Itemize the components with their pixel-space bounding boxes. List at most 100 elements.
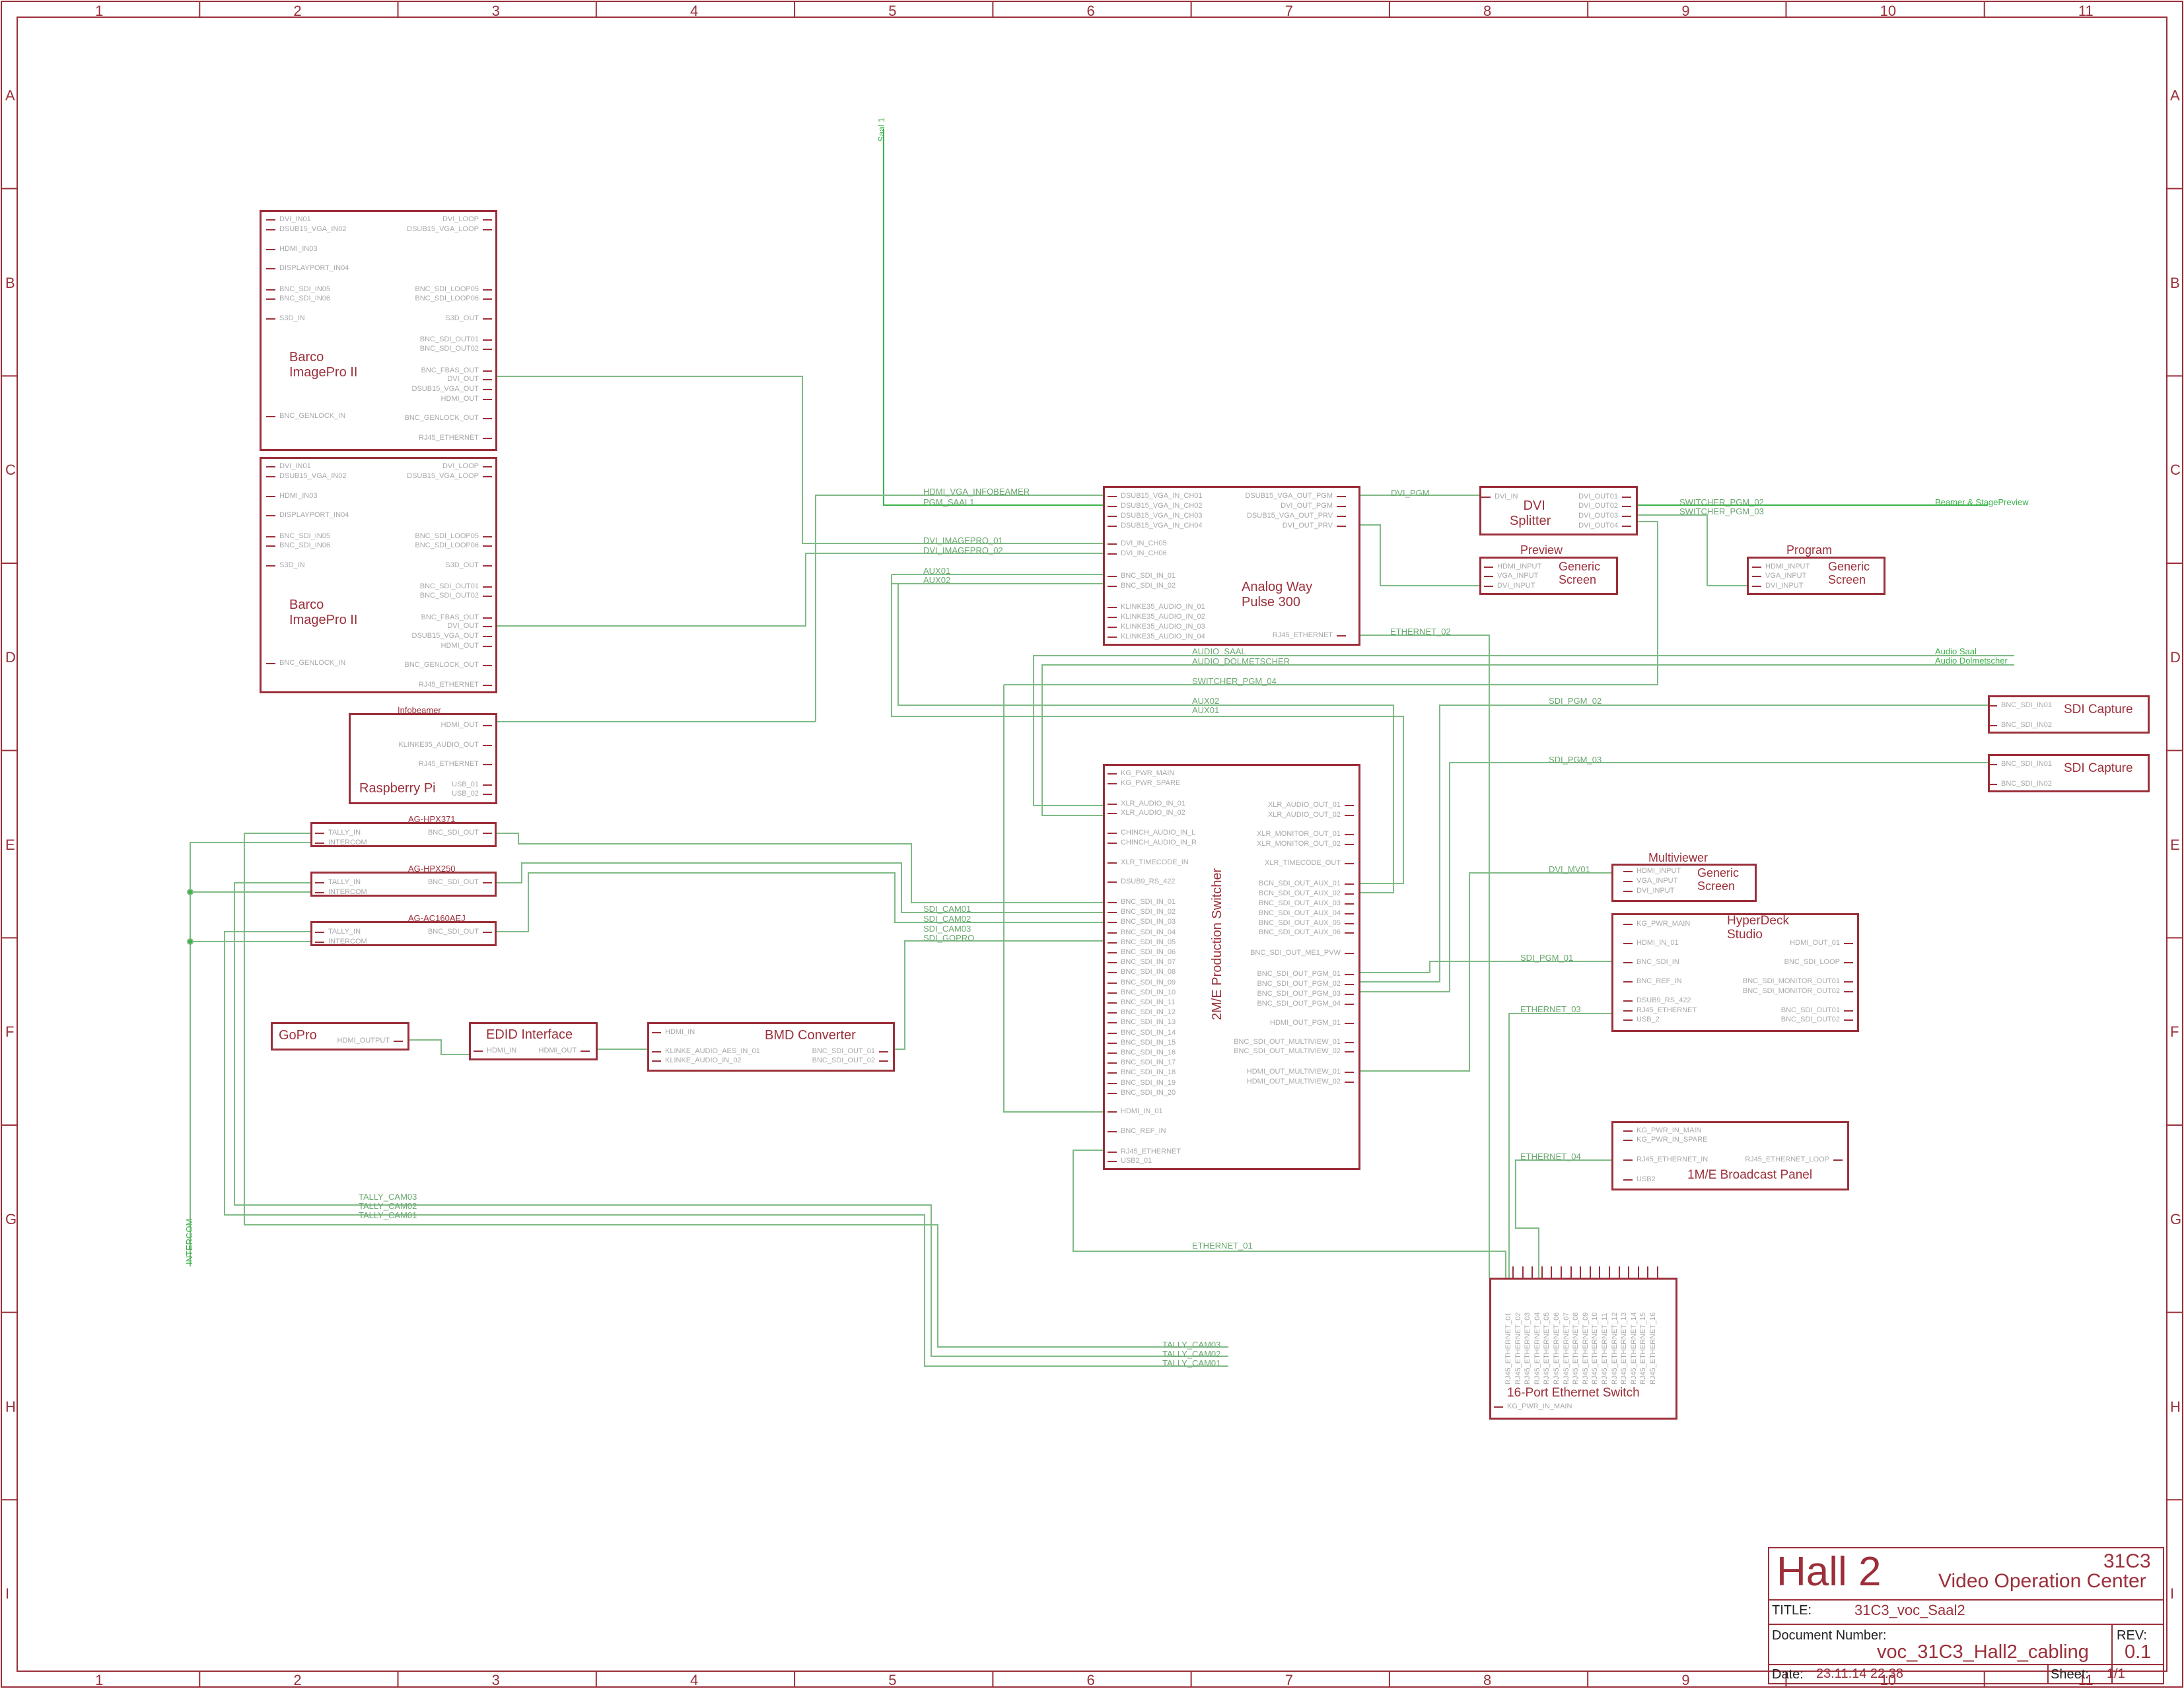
- pin-stub: [1108, 1032, 1117, 1034]
- net-label-dvi-imagepro-01: DVI_IMAGEPRO_01: [923, 535, 1003, 545]
- program-screen[interactable]: [1747, 557, 1885, 595]
- pin-stub: [1108, 1062, 1117, 1064]
- barco2-left-pin: BNC_SDI_IN05: [279, 532, 331, 540]
- barco1-right-pin: DVI_OUT: [447, 375, 479, 383]
- pin-stub: [1623, 943, 1633, 944]
- preview-screen[interactable]: [1479, 557, 1618, 595]
- column-label: 4: [689, 1672, 699, 1688]
- pin-stub: [483, 418, 492, 419]
- pin-stub: [1108, 637, 1117, 638]
- camera-ag-ac160aej[interactable]: [310, 921, 497, 946]
- production-switcher[interactable]: [1103, 764, 1360, 1170]
- pin-stub: [474, 1051, 483, 1052]
- dvisplit-right-pin: DVI_OUT04: [1578, 522, 1618, 530]
- rev-label: REV:: [2117, 1628, 2147, 1643]
- row-label: B: [5, 274, 15, 291]
- pin-stub: [483, 833, 492, 834]
- pin-stub: [1108, 783, 1117, 784]
- analogway-left-pin: DSUB15_VGA_IN_CH01: [1121, 492, 1203, 500]
- pin-stub: [1623, 1140, 1633, 1141]
- camera-2-label: AG-HPX250: [408, 864, 456, 874]
- net-label-dvi-imagepro-02: DVI_IMAGEPRO_02: [923, 545, 1003, 555]
- pin-stub: [1345, 1004, 1354, 1005]
- pin-stub: [1108, 972, 1117, 974]
- pin-stub: [266, 663, 275, 664]
- bmd-converter-title: BMD Converter: [765, 1028, 856, 1043]
- switcher-right-pin: BNC_SDI_OUT_PGM_01: [1257, 970, 1341, 978]
- gopro[interactable]: [271, 1022, 409, 1051]
- preview-left-pin: HDMI_INPUT: [1497, 563, 1542, 570]
- barco2-right-pin: DSUB15_VGA_OUT: [411, 632, 479, 640]
- pin-stub: [1108, 1131, 1117, 1132]
- dvi-splitter[interactable]: [1479, 486, 1638, 535]
- analogway-right-pin: DSUB15_VGA_OUT_PRV: [1246, 512, 1333, 520]
- row-label: C: [5, 462, 16, 479]
- analog-way-pulse-300[interactable]: [1103, 486, 1360, 646]
- pin-stub: [1345, 984, 1354, 985]
- program-label: Program: [1786, 543, 1833, 557]
- dvisplit-right-pin: DVI_OUT02: [1578, 502, 1618, 510]
- switcher-left-pin: BNC_SDI_IN_16: [1121, 1049, 1176, 1056]
- column-label: 1: [95, 3, 104, 19]
- bmd-converter[interactable]: [647, 1022, 895, 1072]
- pin-stub: [1623, 1000, 1633, 1002]
- sdi-capture-2[interactable]: [1988, 754, 2150, 792]
- column-label: 9: [1681, 3, 1690, 19]
- barco-imagepro-1[interactable]: [260, 210, 497, 451]
- camera-ag-hpx250[interactable]: [310, 872, 497, 897]
- hyperdeck-studio[interactable]: [1611, 913, 1859, 1032]
- edid-interface[interactable]: [469, 1022, 598, 1060]
- pin-stub: [1752, 576, 1761, 577]
- barco1-left-pin: BNC_SDI_IN05: [279, 285, 331, 293]
- rpi-right-pin: KLINKE35_AUDIO_OUT: [398, 741, 479, 749]
- ethernet-port-stub: [1512, 1266, 1514, 1278]
- barco1-left-pin: BNC_SDI_IN06: [279, 294, 331, 302]
- camera-ag-hpx371[interactable]: [310, 822, 497, 847]
- pin-stub: [1622, 526, 1631, 527]
- net-label-sdi-cam01: SDI_CAM01: [923, 904, 971, 914]
- row-label: I: [2170, 1585, 2175, 1603]
- column-label: 7: [1285, 1672, 1294, 1688]
- date-value: 23.11.14 22:38: [1816, 1667, 1903, 1681]
- pin-stub: [1345, 815, 1354, 816]
- pin-stub: [1345, 805, 1354, 806]
- broadcast-panel[interactable]: [1611, 1121, 1849, 1190]
- switcher-right-pin: HDMI_OUT_MULTIVIEW_02: [1246, 1078, 1341, 1086]
- pin-stub: [1108, 1152, 1117, 1153]
- pin-stub: [1108, 982, 1117, 984]
- broadcast-panel-title: 1M/E Broadcast Panel: [1687, 1168, 1813, 1182]
- pin-stub: [266, 268, 275, 269]
- hyperdeck-right-pin: BNC_SDI_OUT02: [1780, 1016, 1840, 1023]
- pin-stub: [266, 249, 275, 250]
- barco-imagepro-2[interactable]: [260, 457, 497, 693]
- title-label: TITLE:: [1772, 1603, 1812, 1618]
- pin-stub: [879, 1051, 888, 1052]
- pin-stub: [315, 932, 324, 933]
- pin-stub: [483, 784, 492, 786]
- pin-stub: [652, 1032, 661, 1033]
- barco1-right-pin: S3D_OUT: [445, 314, 479, 322]
- hyperdeck-right-pin: BNC_SDI_OUT01: [1780, 1006, 1840, 1014]
- pin-stub: [483, 289, 492, 291]
- ethernet-switch[interactable]: [1489, 1278, 1677, 1420]
- pin-stub: [1484, 567, 1493, 568]
- raspberry-pi[interactable]: [349, 713, 497, 804]
- pin-stub: [1345, 913, 1354, 914]
- ethernet-port-stub: [1637, 1266, 1639, 1278]
- net-label-sdi-pgm-03: SDI_PGM_03: [1549, 755, 1602, 765]
- barco2-right-pin: BNC_SDI_LOOP05: [415, 532, 479, 540]
- analogway-left-pin: BNC_SDI_IN_01: [1121, 572, 1176, 580]
- sdi-capture-2-title: SDI Capture: [2064, 761, 2133, 775]
- multiviewer-screen[interactable]: [1611, 864, 1757, 902]
- pin-stub: [1108, 506, 1117, 507]
- column-label: 6: [1086, 3, 1095, 19]
- sdi-capture-1[interactable]: [1988, 695, 2150, 734]
- row-label: E: [5, 836, 15, 853]
- pin-stub: [483, 565, 492, 567]
- column-label: 5: [888, 3, 897, 19]
- barco1-right-pin: BNC_GENLOCK_OUT: [404, 414, 479, 422]
